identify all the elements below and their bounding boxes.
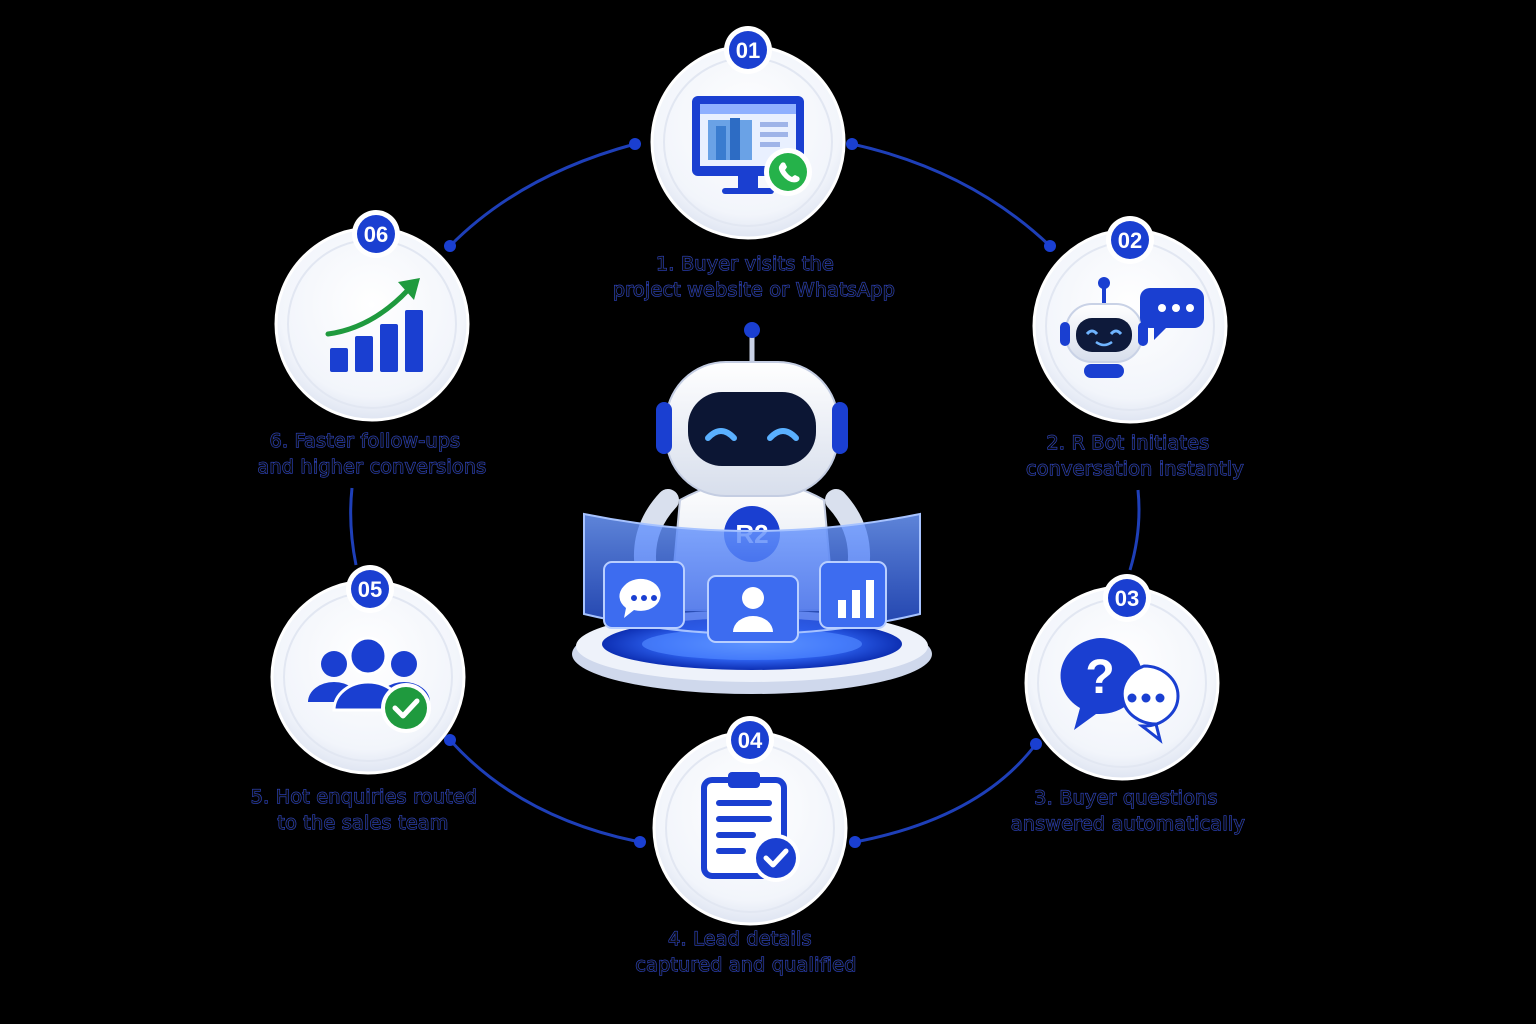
step-05: 05 5. Hot enquiries routed to the sales …	[250, 565, 478, 835]
svg-text:?: ?	[1085, 651, 1114, 704]
connector-03-04	[854, 743, 1038, 844]
user-profile-icon	[707, 575, 799, 643]
step-caption-line2: captured and qualified	[635, 954, 856, 976]
step-caption-line1: 3. Buyer questions	[1034, 787, 1217, 809]
growth-chart-icon	[325, 278, 423, 372]
step-caption-line2: project website or WhatsApp	[613, 279, 895, 301]
chat-bubble-icon	[603, 561, 685, 629]
step-number-badge	[729, 31, 767, 69]
step-03: ? 03 3. Buyer questions answered automat…	[1010, 574, 1245, 836]
connector-dots	[444, 138, 1056, 848]
step-caption-line1: 2. R Bot initiates	[1047, 432, 1210, 454]
step-02: 02 2. R Bot initiates conversation insta…	[1026, 216, 1244, 481]
question-chat-icon: ?	[1060, 638, 1180, 744]
step-number: 04	[738, 728, 763, 753]
step-01: 01 1. Buyer visits the project website o…	[612, 26, 895, 302]
step-number-badge	[731, 721, 769, 759]
step-number: 03	[1115, 586, 1139, 611]
connector-05-06	[349, 487, 358, 566]
connector-06-01	[448, 142, 636, 248]
step-caption-line2: and higher conversions	[258, 456, 487, 478]
chatbot-icon	[1060, 277, 1204, 378]
step-caption-line2: answered automatically	[1011, 813, 1245, 835]
step-number: 06	[364, 222, 388, 247]
step-caption-line1: 6. Faster follow-ups	[270, 430, 461, 452]
step-number-badge	[351, 570, 389, 608]
team-check-icon	[308, 636, 431, 733]
clipboard-check-icon	[701, 772, 800, 882]
connector-04-05	[448, 738, 641, 844]
step-caption-line1: 1. Buyer visits the	[656, 253, 834, 275]
step-number-badge	[1111, 221, 1149, 259]
step-number: 02	[1118, 228, 1142, 253]
step-number: 01	[736, 38, 760, 63]
step-caption-line1: 4. Lead details	[668, 928, 812, 950]
bar-chart-icon	[819, 561, 887, 629]
step-caption-line1: 5. Hot enquiries routed	[251, 786, 478, 808]
step-number-badge	[1108, 579, 1146, 617]
step-number-badge	[357, 215, 395, 253]
connector-01-02	[851, 142, 1052, 248]
website-whatsapp-icon	[692, 96, 812, 196]
central-robot: R2	[572, 322, 932, 694]
step-number: 05	[358, 577, 382, 602]
connector-02-03	[1128, 489, 1141, 571]
step-caption-line2: to the sales team	[277, 812, 448, 834]
connector-arcs	[349, 142, 1141, 844]
step-04: 04 4. Lead details captured and qualifie…	[635, 716, 857, 977]
step-06: 06 6. Faster follow-ups and higher conve…	[257, 210, 487, 479]
step-caption-line2: conversation instantly	[1026, 458, 1244, 480]
